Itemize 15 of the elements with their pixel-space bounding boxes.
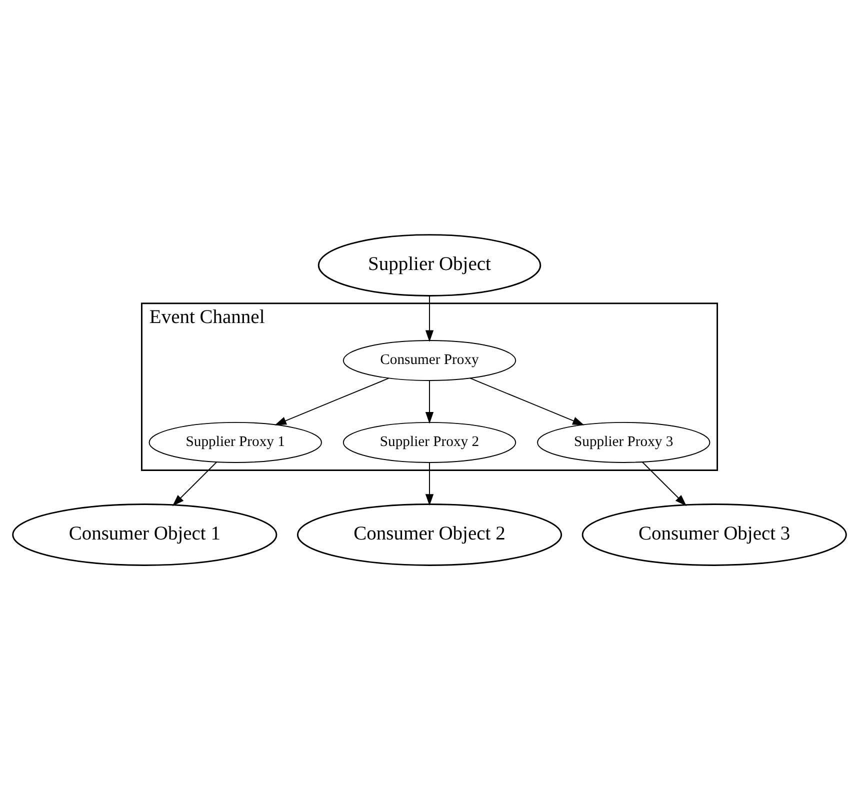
node-ellipse: Consumer Object 1 [12,504,278,566]
arrow [642,462,687,506]
arrow [274,378,390,426]
arrow [425,380,434,424]
arrow [425,462,434,506]
node-ellipse: Consumer Proxy [342,340,516,381]
node-ellipse: Supplier Object [318,234,542,296]
node-ellipse: Supplier Proxy 3 [537,422,710,463]
node-ellipse: Supplier Proxy 1 [148,422,322,463]
node-ellipse: Supplier Proxy 2 [342,422,516,463]
node-ellipse: Consumer Object 2 [296,504,562,566]
node-ellipse: Consumer Object 3 [582,504,847,566]
arrow [470,378,584,426]
arrow [425,295,434,342]
arrow [172,462,218,506]
